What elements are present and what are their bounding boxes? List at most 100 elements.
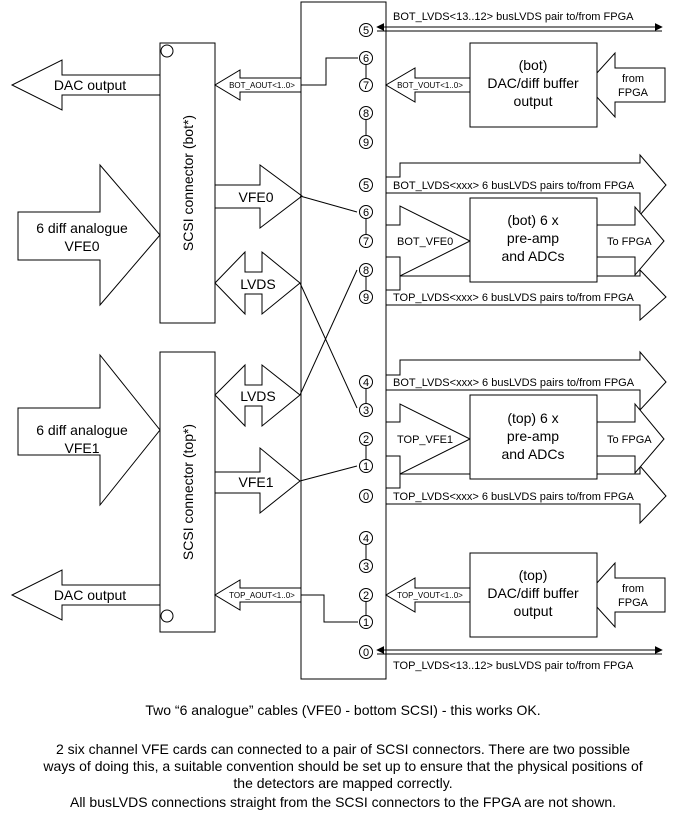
vfe0-analogue-input-arrow xyxy=(17,163,161,307)
bot-lvds-xxx-label-1: BOT_LVDS<xxx> 6 busLVDS pairs to/from FP… xyxy=(393,180,635,192)
pin-circle xyxy=(359,489,373,503)
vfe1-input-line1: 6 diff analogue xyxy=(36,422,128,438)
pin-circle xyxy=(359,205,373,219)
vfe0-label: VFE0 xyxy=(238,189,273,205)
lvds-label-bot: LVDS xyxy=(240,276,276,292)
top-lvds-xxx-label-2: TOP_LVDS<xxx> 6 busLVDS pairs to/from FP… xyxy=(393,491,635,503)
pin-number: 7 xyxy=(363,80,369,92)
pin-number: 8 xyxy=(363,265,369,277)
bot-aout-arrow xyxy=(214,69,302,101)
pin-number: 3 xyxy=(363,561,369,573)
dac-output-label-top: DAC output xyxy=(54,587,126,603)
vfe0-input-line2: VFE0 xyxy=(64,238,99,254)
pin-circle xyxy=(359,78,373,92)
vfe0-input-line1: 6 diff analogue xyxy=(36,220,128,236)
dac-bot-line1: (bot) xyxy=(519,57,548,73)
wire-lvds-top-pin8 xyxy=(299,269,358,396)
pin-circle xyxy=(359,234,373,248)
dac-buffer-top xyxy=(469,552,598,638)
pin-number: 1 xyxy=(363,617,369,629)
to-fpga-arrow-top xyxy=(596,402,665,475)
pin-circle xyxy=(359,559,373,573)
pin-number: 8 xyxy=(363,108,369,120)
pin-circle xyxy=(359,263,373,277)
pin-circle xyxy=(359,588,373,602)
from-fpga-arrow-top xyxy=(585,561,666,629)
pin-number: 1 xyxy=(363,461,369,473)
pin-number: 5 xyxy=(363,180,369,192)
pin-number: 2 xyxy=(363,590,369,602)
preamp-bot-line1: (bot) 6 x xyxy=(507,212,558,228)
from-fpga-top-line1: from xyxy=(622,583,644,595)
from-fpga-top-line2: FPGA xyxy=(618,597,649,609)
preamp-top-line3: and ADCs xyxy=(501,446,564,462)
preamp-top-line1: (top) 6 x xyxy=(507,410,558,426)
scsi-top-label: SCSI connector (top*) xyxy=(180,424,196,560)
dac-bot-line2: DAC/diff buffer xyxy=(487,75,579,91)
preamp-bot-line2: pre-amp xyxy=(507,230,559,246)
dac-output-arrow-bot xyxy=(10,59,161,111)
from-fpga-bot-line1: from xyxy=(622,73,644,85)
pin-number: 6 xyxy=(363,53,369,65)
bot-vfe0-label: BOT_VFE0 xyxy=(397,236,453,248)
pin-circle xyxy=(359,531,373,545)
lvds-label-top: LVDS xyxy=(240,388,276,404)
dac-output-label-bot: DAC output xyxy=(54,77,126,93)
pin-number: 6 xyxy=(363,207,369,219)
bot-lvds-xxx-label-2: BOT_LVDS<xxx> 6 busLVDS pairs to/from FP… xyxy=(393,377,635,389)
to-fpga-label-bot: To FPGA xyxy=(607,236,652,248)
top-vfe1-arrow xyxy=(385,403,472,475)
pin-circle xyxy=(359,290,373,304)
wire-vfe1-pin1 xyxy=(299,465,358,482)
bot-vfe0-arrow xyxy=(385,205,472,277)
pin-number: 5 xyxy=(363,25,369,37)
wire-bot-aout xyxy=(301,57,358,86)
from-fpga-bot-line2: FPGA xyxy=(618,87,649,99)
pin-circle xyxy=(359,51,373,65)
caption-line-5: All busLVDS connections straight from th… xyxy=(69,794,616,810)
caption-line-4: the detectors are mapped correctly. xyxy=(233,775,453,791)
pin-circle xyxy=(359,23,373,37)
pin-circle xyxy=(359,178,373,192)
to-fpga-arrow-bot xyxy=(596,205,665,277)
pin-number: 0 xyxy=(363,491,369,503)
vfe1-label: VFE1 xyxy=(238,474,273,490)
wire-top-aout xyxy=(301,594,358,623)
caption-line-1: Two “6 analogue” cables (VFE0 - bottom S… xyxy=(145,702,541,718)
scsi-bot-label: SCSI connector (bot*) xyxy=(180,115,196,251)
bus-top-lvds-arrow-2 xyxy=(385,464,667,525)
pin-circle xyxy=(359,375,373,389)
preamp-top-line2: pre-amp xyxy=(507,428,559,444)
pin-circle xyxy=(359,615,373,629)
bus-bot-lvds-arrow xyxy=(385,153,667,217)
preamp-adc-top xyxy=(469,394,598,480)
vfe0-arrow xyxy=(214,164,303,230)
top-lvds-xxx-label-1: TOP_LVDS<xxx> 6 busLVDS pairs to/from FP… xyxy=(393,292,635,304)
scsi-bot-mark xyxy=(160,44,174,58)
pin-circle xyxy=(359,106,373,120)
dac-output-arrow-top xyxy=(10,569,161,621)
preamp-adc-bot xyxy=(469,197,598,283)
interface-board xyxy=(300,1,387,680)
pin-number: 3 xyxy=(363,405,369,417)
top-vout-arrow xyxy=(385,577,471,613)
pin-circle xyxy=(359,135,373,149)
to-fpga-label-top: To FPGA xyxy=(607,434,652,446)
caption-line-3: ways of doing this, a suitable conventio… xyxy=(43,758,643,774)
bus-bot-lvds-arrow-2 xyxy=(385,350,667,412)
wire-vfe0-pin6 xyxy=(299,195,358,213)
bot-vout-label: BOT_VOUT<1..0> xyxy=(397,81,463,90)
bus-label-bottom: TOP_LVDS<13..12> busLVDS pair to/from FP… xyxy=(393,660,634,672)
pin-number: 9 xyxy=(363,292,369,304)
top-vfe1-label: TOP_VFE1 xyxy=(397,434,453,446)
pin-number: 7 xyxy=(363,236,369,248)
dac-top-line3: output xyxy=(514,603,553,619)
pin-number: 9 xyxy=(363,137,369,149)
from-fpga-arrow-bot xyxy=(585,51,666,119)
scsi-top-mark xyxy=(160,609,174,623)
pin-number: 4 xyxy=(363,533,369,545)
pin-number: 4 xyxy=(363,377,369,389)
pin-circle xyxy=(359,645,373,659)
scsi-connector-bot xyxy=(159,42,216,324)
